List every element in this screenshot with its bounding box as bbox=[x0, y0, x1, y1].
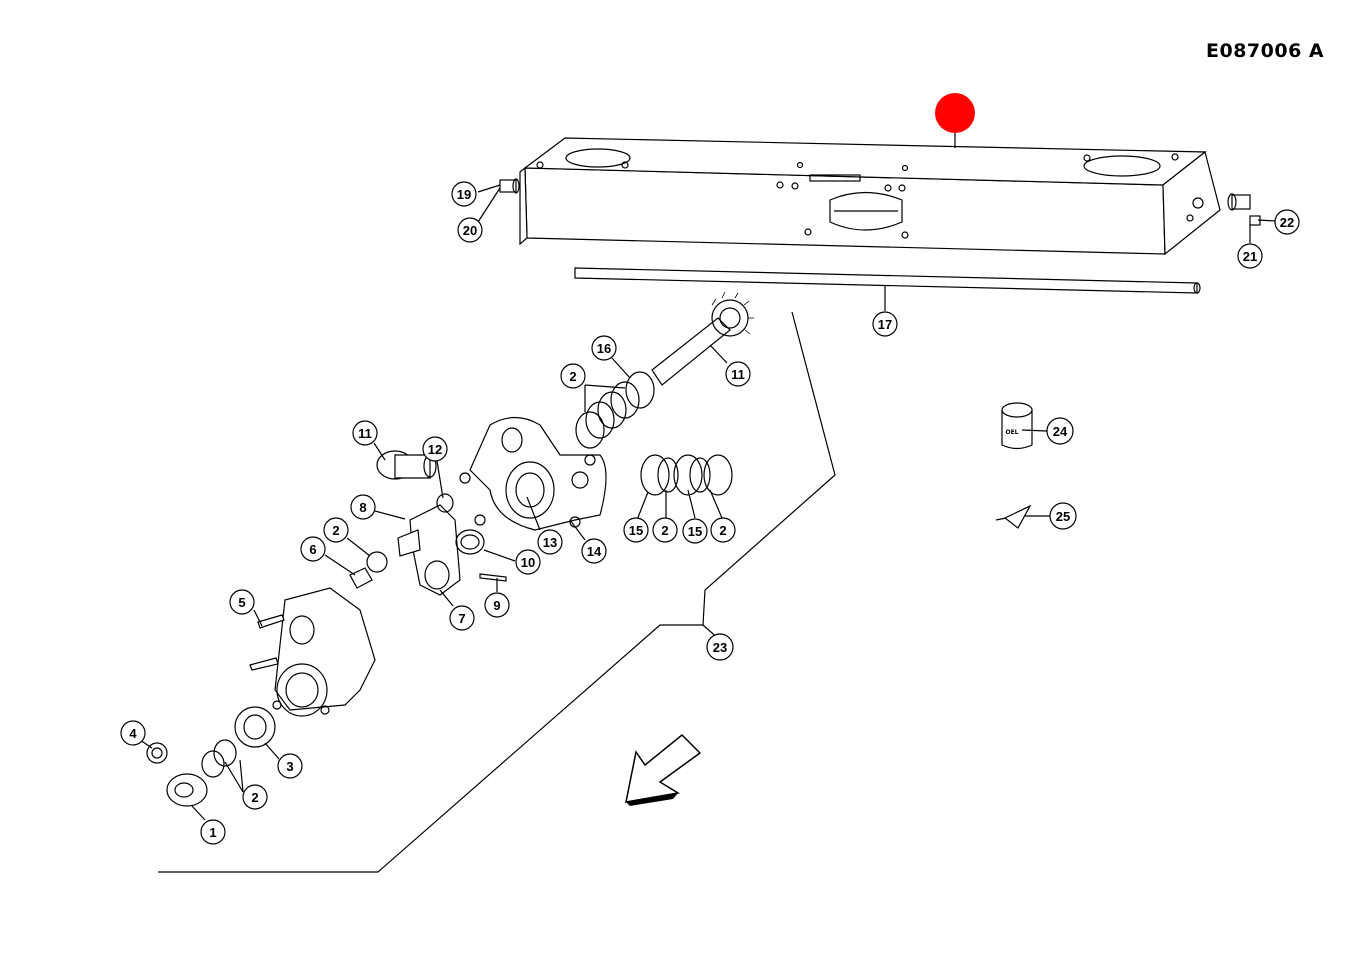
callout-label: 15 bbox=[629, 523, 643, 538]
lower-gear-housing bbox=[249, 587, 376, 717]
callout-label: 2 bbox=[661, 523, 668, 538]
crank-arm bbox=[397, 493, 461, 596]
callout-2-ring-a: 2 bbox=[652, 517, 678, 543]
callout-15-b: 15 bbox=[682, 518, 708, 544]
callout-2-ring-b: 2 bbox=[710, 517, 736, 543]
bearing-stack bbox=[575, 371, 655, 449]
callout-label: 8 bbox=[359, 500, 366, 515]
callout-label: 13 bbox=[543, 535, 557, 550]
lower-bearings bbox=[146, 706, 276, 807]
callout-2-bushing: 2 bbox=[323, 517, 349, 543]
callout-10: 10 bbox=[515, 549, 541, 575]
callout-label: 2 bbox=[332, 523, 339, 538]
seal-and-pin bbox=[455, 529, 507, 582]
side-fittings bbox=[499, 178, 1261, 226]
callout-14: 14 bbox=[581, 538, 607, 564]
callout-11-gear: 11 bbox=[352, 420, 378, 446]
callout-19: 19 bbox=[451, 181, 477, 207]
callout-15-a: 15 bbox=[623, 517, 649, 543]
gear-housing-plate bbox=[459, 416, 607, 531]
callout-17: 17 bbox=[872, 311, 898, 337]
callout-label: 23 bbox=[713, 640, 727, 655]
drawing-code: E087006 A bbox=[1206, 40, 1325, 62]
callout-16: 16 bbox=[591, 335, 617, 361]
callout-label: 10 bbox=[521, 555, 535, 570]
shaft-17 bbox=[574, 267, 1201, 294]
callout-label: 15 bbox=[688, 524, 702, 539]
callout-1: 1 bbox=[200, 819, 226, 845]
callout-label: 2 bbox=[251, 790, 258, 805]
callout-label: 11 bbox=[731, 367, 745, 382]
callout-label: 21 bbox=[1243, 249, 1257, 264]
callout-5: 5 bbox=[229, 589, 255, 615]
oel-label: OEL bbox=[1005, 429, 1018, 436]
callout-label: 11 bbox=[358, 426, 372, 441]
frame-beam bbox=[519, 137, 1221, 256]
callout-label: 17 bbox=[878, 317, 892, 332]
callout-label: 14 bbox=[587, 544, 602, 559]
callout-label: 6 bbox=[309, 542, 316, 557]
callout-label: 2 bbox=[719, 523, 726, 538]
callout-8: 8 bbox=[350, 494, 376, 520]
seal-ring-group bbox=[640, 454, 733, 496]
callout-label: 3 bbox=[286, 759, 293, 774]
callout-label: 4 bbox=[129, 726, 137, 741]
callout-2-lower: 2 bbox=[242, 784, 268, 810]
callout-9: 9 bbox=[484, 592, 510, 618]
small-bevel-gear bbox=[376, 450, 437, 480]
callout-label: 24 bbox=[1053, 424, 1068, 439]
callout-20: 20 bbox=[457, 217, 483, 243]
callout-7: 7 bbox=[449, 605, 475, 631]
callout-group: 19 20 22 21 17 16 11 2 11 12 24 8 2 6 13… bbox=[120, 181, 1300, 845]
callout-12: 12 bbox=[422, 436, 448, 462]
oil-container: OEL bbox=[1001, 402, 1033, 450]
grease-nipple bbox=[995, 504, 1032, 529]
pinion-shaft bbox=[651, 291, 754, 386]
callout-label: 12 bbox=[428, 442, 442, 457]
callout-21: 21 bbox=[1237, 243, 1263, 269]
callout-label: 25 bbox=[1056, 509, 1070, 524]
callout-25: 25 bbox=[1049, 502, 1077, 530]
red-marker-dot bbox=[935, 93, 975, 133]
bushings bbox=[349, 551, 388, 589]
callout-6: 6 bbox=[300, 536, 326, 562]
callout-label: 22 bbox=[1280, 215, 1294, 230]
callout-4: 4 bbox=[120, 720, 146, 746]
callout-label: 19 bbox=[457, 187, 471, 202]
callout-label: 2 bbox=[569, 369, 576, 384]
callout-3: 3 bbox=[277, 753, 303, 779]
callout-23: 23 bbox=[706, 633, 734, 661]
leader-lines bbox=[139, 133, 1277, 821]
callout-label: 7 bbox=[458, 611, 465, 626]
callout-2-stack: 2 bbox=[560, 363, 586, 389]
callout-label: 9 bbox=[493, 598, 500, 613]
callout-22: 22 bbox=[1274, 209, 1300, 235]
callout-24: 24 bbox=[1046, 417, 1074, 445]
callout-label: 5 bbox=[238, 595, 245, 610]
callout-label: 20 bbox=[463, 223, 477, 238]
callout-13: 13 bbox=[537, 529, 563, 555]
callout-11-top: 11 bbox=[725, 361, 751, 387]
direction-arrow bbox=[625, 733, 702, 806]
callout-label: 16 bbox=[597, 341, 611, 356]
callout-label: 1 bbox=[209, 825, 216, 840]
